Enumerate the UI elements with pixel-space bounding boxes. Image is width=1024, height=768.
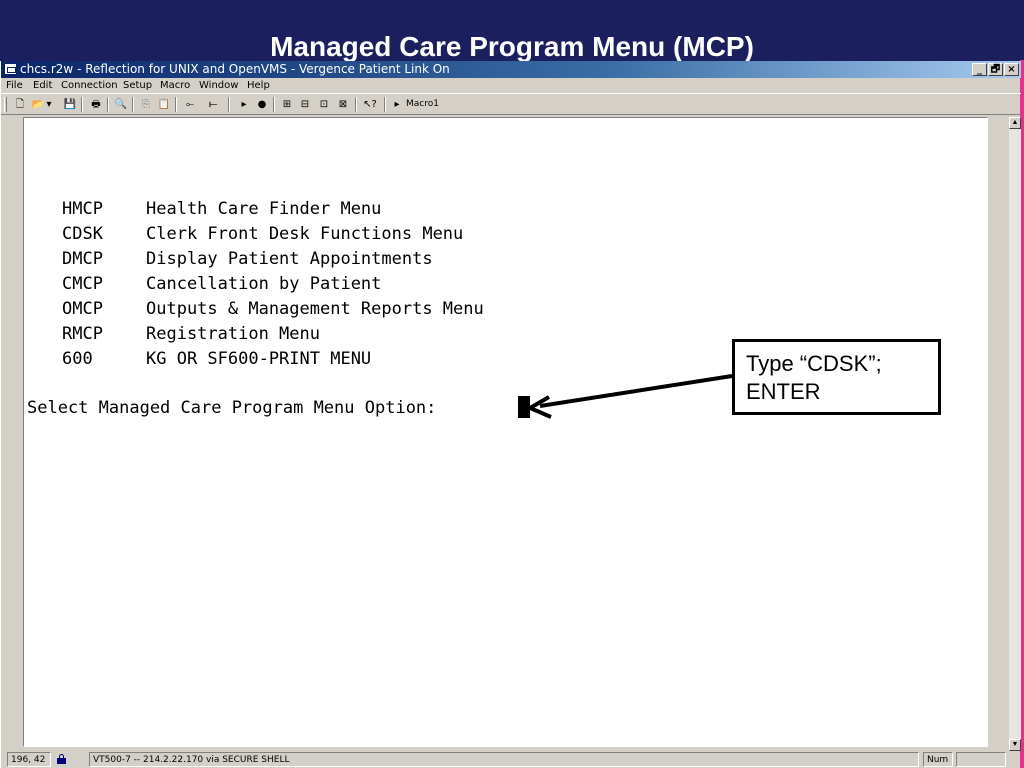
context-help-icon[interactable]: ↖?: [363, 99, 377, 110]
receive-icon[interactable]: ⊟: [300, 99, 310, 110]
instruction-callout: Type “CDSK”; ENTER: [732, 339, 941, 415]
cursor-position: 196, 42: [7, 752, 51, 767]
menu-setup[interactable]: Setup: [123, 80, 153, 91]
toolbar-separator: [228, 97, 230, 112]
disconnect-icon[interactable]: ⟝: [208, 99, 218, 110]
menu-desc-cmcp: Cancellation by Patient: [146, 274, 382, 294]
menu-code-omcp: OMCP: [62, 299, 103, 319]
menu-code-600: 600: [62, 349, 93, 369]
play-macro-icon[interactable]: ▸: [241, 99, 247, 110]
macro-play-icon[interactable]: ▸: [394, 99, 400, 110]
paste-icon[interactable]: 📋: [157, 99, 171, 110]
reflection-window: chcs.r2w - Reflection for UNIX and OpenV…: [0, 61, 1021, 768]
num-lock-indicator: Num: [923, 752, 953, 767]
scroll-down-icon[interactable]: ▼: [1009, 739, 1021, 751]
toolbar-separator: [355, 97, 357, 112]
copy-icon[interactable]: ⎘: [142, 99, 150, 110]
menu-code-rmcp: RMCP: [62, 324, 103, 344]
menu-desc-600: KG OR SF600-PRINT MENU: [146, 349, 372, 369]
connection-status: VT500-7 -- 214.2.22.170 via SECURE SHELL: [89, 752, 919, 767]
menu-code-dmcp: DMCP: [62, 249, 103, 269]
open-dropdown-icon[interactable]: ▾: [46, 99, 52, 110]
statusbar: 196, 42 VT500-7 -- 214.2.22.170 via SECU…: [1, 751, 1021, 768]
menu-desc-cdsk: Clerk Front Desk Functions Menu: [146, 224, 464, 244]
toolbar-separator: [81, 97, 83, 112]
record-macro-icon[interactable]: ●: [257, 99, 267, 110]
status-pane-empty: [956, 752, 1006, 767]
toolbar-grip[interactable]: [4, 97, 7, 112]
scroll-up-icon[interactable]: ▲: [1009, 117, 1021, 129]
toolbar-separator: [384, 97, 386, 112]
menu-help[interactable]: Help: [247, 80, 270, 91]
toolbar: 🗋 📂 ▾ 💾 🖶 🔍 ⎘ 📋 ⟜ ⟝ ▸ ● ⊞ ⊟ ⊡ ⊠ ↖? ▸ Mac…: [1, 93, 1021, 115]
menu-code-cmcp: CMCP: [62, 274, 103, 294]
menu-code-cdsk: CDSK: [62, 224, 103, 244]
vertical-scrollbar[interactable]: ▲ ▼: [1009, 117, 1021, 751]
transfer-icon[interactable]: ⊞: [282, 99, 292, 110]
callout-line-1: Type “CDSK”;: [746, 351, 882, 376]
menu-desc-dmcp: Display Patient Appointments: [146, 249, 433, 269]
toolbar-separator: [273, 97, 275, 112]
menubar: File Edit Connection Setup Macro Window …: [1, 78, 1021, 93]
menu-edit[interactable]: Edit: [33, 80, 53, 91]
lock-icon: [57, 754, 66, 764]
window-title: chcs.r2w - Reflection for UNIX and OpenV…: [20, 62, 450, 76]
toolbar-separator: [175, 97, 177, 112]
slide-edge-decoration: [1020, 60, 1024, 768]
connect-icon[interactable]: ⟜: [186, 99, 194, 110]
menu-macro[interactable]: Macro: [160, 80, 191, 91]
menu-code-hmcp: HMCP: [62, 199, 103, 219]
save-icon[interactable]: 💾: [63, 99, 77, 110]
terminal-cursor: [518, 396, 530, 418]
find-icon[interactable]: 🔍: [114, 99, 128, 110]
window-controls: _ 🗗 ×: [972, 63, 1019, 76]
window-titlebar[interactable]: chcs.r2w - Reflection for UNIX and OpenV…: [1, 61, 1021, 78]
menu-desc-omcp: Outputs & Management Reports Menu: [146, 299, 484, 319]
toolbar-separator: [107, 97, 109, 112]
menu-option-prompt: Select Managed Care Program Menu Option:: [27, 398, 437, 418]
send-icon[interactable]: ⊡: [319, 99, 329, 110]
menu-window[interactable]: Window: [199, 80, 239, 91]
callout-line-2: ENTER: [746, 379, 821, 404]
menu-desc-hmcp: Health Care Finder Menu: [146, 199, 382, 219]
menu-connection[interactable]: Connection: [61, 80, 118, 91]
restore-button[interactable]: 🗗: [988, 63, 1003, 76]
close-button[interactable]: ×: [1004, 63, 1019, 76]
menu-desc-rmcp: Registration Menu: [146, 324, 320, 344]
minimize-button[interactable]: _: [972, 63, 987, 76]
print-icon[interactable]: 🖶: [91, 99, 101, 110]
new-document-icon[interactable]: 🗋: [15, 99, 25, 110]
menu-file[interactable]: File: [6, 80, 23, 91]
open-folder-icon[interactable]: 📂: [31, 99, 45, 110]
terminal-screen[interactable]: HMCP Health Care Finder Menu CDSK Clerk …: [23, 117, 988, 747]
slide-title: Managed Care Program Menu (MCP): [270, 31, 754, 62]
toolbar-separator: [132, 97, 134, 112]
macro1-button[interactable]: Macro1: [406, 99, 439, 109]
terminal-app-icon[interactable]: [4, 63, 17, 75]
settings-icon[interactable]: ⊠: [338, 99, 348, 110]
